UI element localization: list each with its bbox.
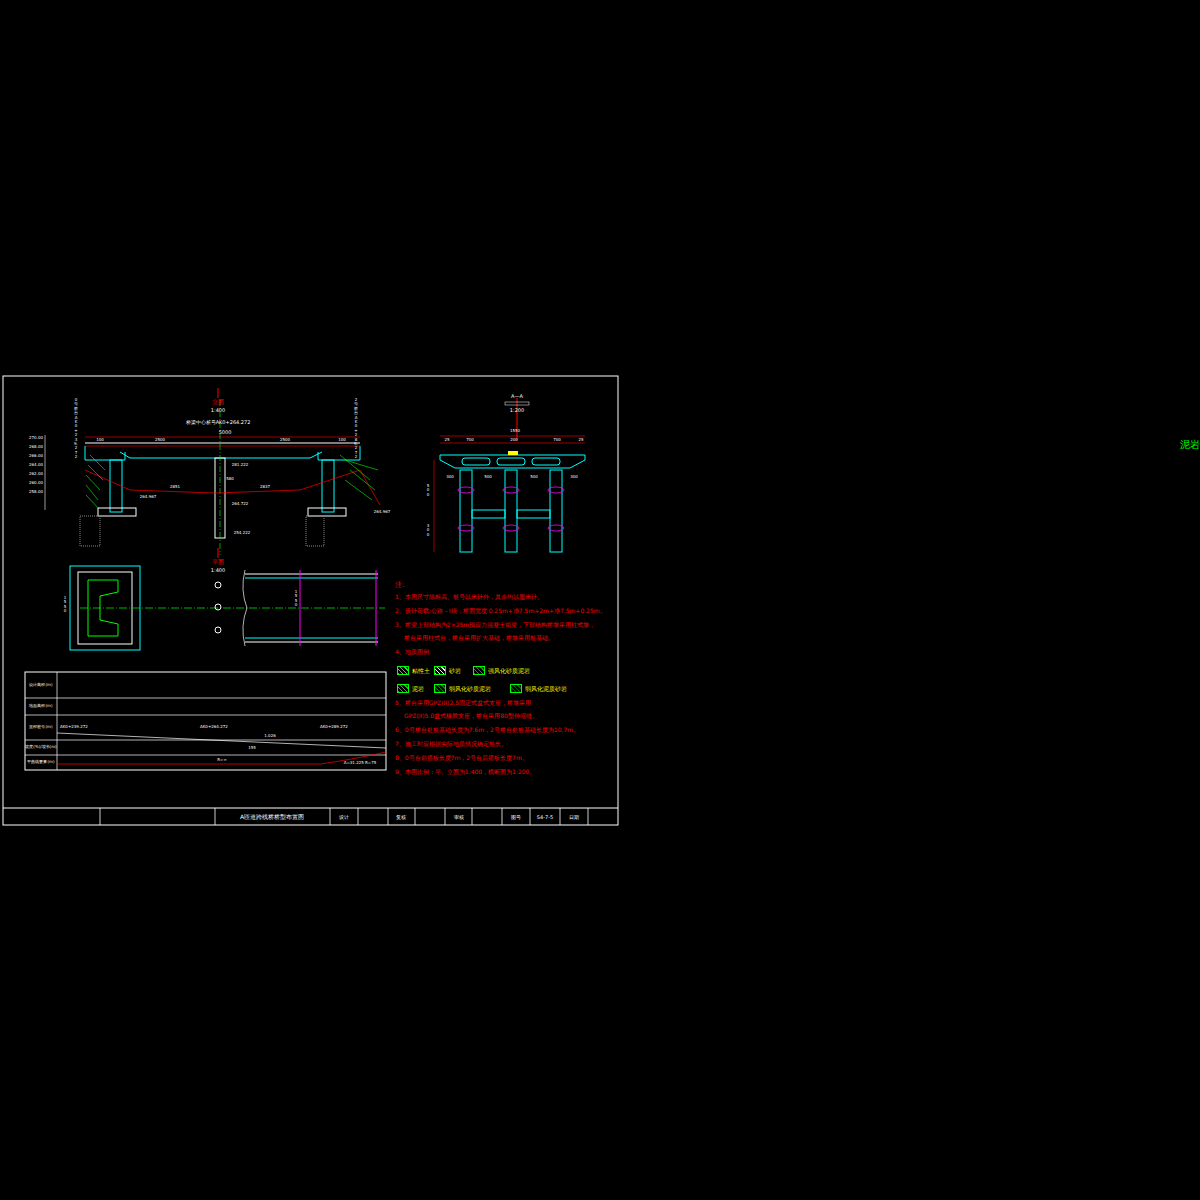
drawing-label: R=∞: [217, 758, 226, 762]
drawing-title: A匝道跨线桥桥型布置图: [240, 814, 304, 820]
drawing-label: 3、桥梁上部结构为2×25m预应力混凝土箱梁，下部结构桥墩采用柱式墩，: [395, 622, 595, 628]
drawing-label: 258.00: [29, 490, 43, 494]
drawing-label: 2837: [260, 485, 270, 489]
drawing-label: 266.00: [29, 454, 43, 458]
drawing-label: 264.00: [29, 463, 43, 467]
legend-text: 粘性土: [412, 668, 430, 674]
drawing-label: 5000: [219, 430, 232, 435]
drawing-label: 300: [426, 524, 430, 537]
legend-text: 强风化砂质泥岩: [488, 668, 530, 674]
drawing-label: 25: [578, 438, 583, 442]
drawing-label: 1:400: [211, 568, 225, 573]
legend-text: 弱风化砂质泥岩: [449, 686, 491, 692]
drawing-label: 1:400: [211, 408, 225, 413]
drawing-label: 100: [338, 438, 346, 442]
drawing-label: 里程桩号(m): [29, 725, 52, 729]
drawing-label: 500: [530, 475, 538, 479]
drawing-label: 桥台采用柱式台，桥台采用扩大基础，桥墩采用桩基础。: [404, 635, 554, 641]
drawing-label: 155: [248, 746, 256, 750]
drawing-label: 5、桥台采用GPZ(II)2.5固定式盆式支座，桥墩采用: [395, 700, 531, 706]
drawing-label: 1550: [63, 596, 67, 614]
drawing-label: 300: [446, 475, 454, 479]
drawing-label: 300: [570, 475, 578, 479]
legend-swatch: [434, 684, 446, 693]
drawing-label: 坡度(%)/坡长(m): [25, 745, 56, 749]
drawing-label: 2、设计荷载:公路－I级，桥面宽度:0.25m+净7.5m+2m+净7.5m+0…: [395, 608, 606, 614]
drawing-label: 复核: [396, 815, 406, 820]
drawing-label: 700: [466, 438, 474, 442]
drawing-label: 日期: [569, 815, 579, 820]
drawing-label: 100: [96, 438, 104, 442]
drawing-label: 平曲线要素(m): [27, 760, 54, 764]
legend-text: 泥岩: [412, 686, 424, 692]
drawing-label: 桥梁中心桩号AK0+264.272: [186, 420, 251, 425]
legend-swatch: [473, 666, 485, 675]
drawing-label: 审核: [454, 815, 464, 820]
drawing-label: 262.00: [29, 472, 43, 476]
legend-swatch: [434, 666, 446, 675]
drawing-label: 264.967: [374, 510, 391, 514]
drawing-label: 立面: [212, 399, 224, 405]
drawing-label: 2851: [170, 485, 180, 489]
drawing-label: 设计: [339, 815, 349, 820]
drawing-label: 254.222: [234, 531, 251, 535]
drawing-label: 500: [484, 475, 492, 479]
drawing-label: 地面高程(m): [29, 704, 52, 708]
drawing-label: 264.722: [232, 502, 249, 506]
drawing-label: 0号桥台 AK0+239.272: [74, 398, 78, 459]
drawing-label: 注:: [395, 582, 404, 589]
legend-text: 砂岩: [449, 668, 461, 674]
drawing-label: 1550: [510, 429, 520, 433]
drawing-label: AK0+239.272: [60, 725, 88, 729]
drawing-label: 700: [553, 438, 561, 442]
drawing-label: 1550: [294, 590, 298, 608]
drawing-label: 1:200: [510, 408, 524, 413]
drawing-label: 281.222: [232, 463, 249, 467]
legend-swatch: [397, 684, 409, 693]
drawing-label: 500: [426, 484, 430, 497]
drawing-label: 2号桥台 AK0+289.272: [354, 398, 358, 459]
legend-swatch: [510, 684, 522, 693]
drawing-label: 设计高程(m): [29, 683, 52, 687]
drawing-label: 8、0号台前搭板长度7m，2号台后搭板长度7m。: [395, 755, 528, 761]
drawing-label: 268.00: [29, 445, 43, 449]
legend-text: 弱风化泥质砂岩: [525, 686, 567, 692]
drawing-label: A=31.225 R=75: [344, 761, 377, 765]
drawing-label: 1、本图尺寸除标高、桩号以米计外，其余均以厘米计。: [395, 594, 543, 600]
drawing-label: 7、施工时应根据实际地质情况确定桩长。: [395, 741, 507, 747]
drawing-label: 泥岩: [1180, 440, 1200, 450]
drawing-label: 9、本图比例：平、立面为1:400，横断面为1:200。: [395, 769, 535, 775]
drawing-label: 580: [226, 477, 234, 481]
drawing-label: 平面: [212, 559, 224, 565]
drawing-label: S4-7-5: [537, 815, 553, 820]
legend-swatch: [397, 666, 409, 675]
drawing-label: AK0+264.272: [200, 725, 228, 729]
drawing-label: 260.00: [29, 481, 43, 485]
drawing-label: 2500: [280, 438, 290, 442]
drawing-label: 1.026: [264, 734, 275, 738]
drawing-label: 270.00: [29, 436, 43, 440]
drawing-label: 25: [444, 438, 449, 442]
drawing-label: AK0+289.272: [320, 725, 348, 729]
drawing-label: 2500: [155, 438, 165, 442]
drawing-label: A—A: [511, 394, 523, 399]
drawing-label: 200: [510, 438, 518, 442]
drawing-label: 6、0号桥台处桩基础长度为7.6m，2号桥台处桩基础长度为10.7m。: [395, 727, 579, 733]
drawing-label: GPZ(II)5.0盆式橡胶支座，桥台采用80型伸缩缝。: [404, 713, 538, 719]
drawing-label: 264.967: [140, 495, 157, 499]
drawing-label: 4、地质图例:: [395, 649, 431, 655]
drawing-label: 图号: [511, 815, 521, 820]
